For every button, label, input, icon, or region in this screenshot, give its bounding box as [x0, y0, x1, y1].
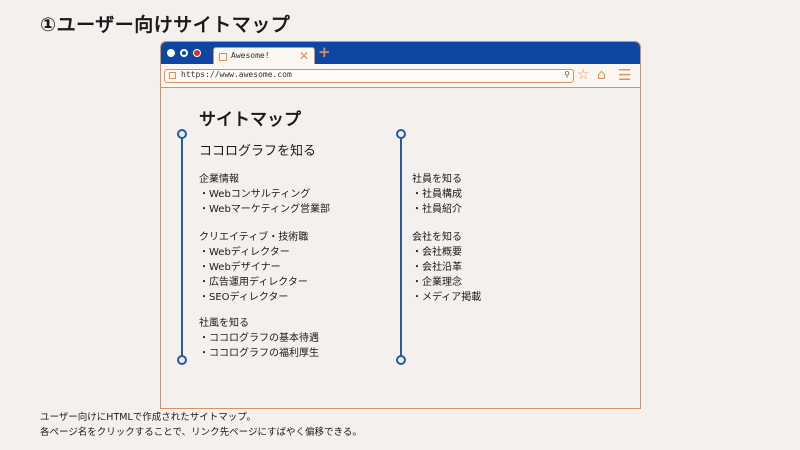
group-title[interactable]: 社員を知る [412, 174, 462, 185]
timeline-node-icon [396, 355, 406, 365]
menu-icon[interactable]: ☰ [618, 66, 632, 84]
caption-line: ユーザー向けにHTMLで作成されたサイトマップ。 [40, 412, 256, 423]
group-company: 会社を知る ・会社概要 ・会社沿革 ・企業理念 ・メディア掲載 [412, 230, 481, 305]
sitemap-link[interactable]: ・ココログラフの福利厚生 [199, 348, 319, 359]
timeline-line [400, 135, 402, 359]
timeline-node-icon [177, 129, 187, 139]
sitemap-link[interactable]: ・社員構成 [412, 189, 462, 200]
tab-label: Awesome! [231, 51, 270, 60]
group-culture: 社風を知る ・ココログラフの基本待遇 ・ココログラフの福利厚生 [199, 316, 319, 361]
url-text[interactable]: https://www.awesome.com [181, 70, 292, 79]
sitemap-link[interactable]: ・Webデザイナー [199, 262, 281, 273]
new-tab-button[interactable]: + [318, 43, 331, 61]
sitemap-link[interactable]: ・企業理念 [412, 277, 462, 288]
address-bar[interactable]: https://www.awesome.com ⚲ [164, 69, 574, 83]
slide-title: ①ユーザー向けサイトマップ [40, 14, 291, 36]
sitemap-link[interactable]: ・ココログラフの基本待遇 [199, 333, 319, 344]
sitemap-link[interactable]: ・Webディレクター [199, 247, 290, 258]
sitemap-link[interactable]: ・メディア掲載 [412, 292, 482, 303]
home-icon[interactable]: ⌂ [597, 67, 606, 83]
sitemap-link[interactable]: ・Webコンサルティング [199, 189, 311, 200]
url-favicon-icon [169, 72, 176, 79]
group-corporate: 企業情報 ・Webコンサルティング ・Webマーケティング営業部 [199, 172, 330, 217]
sitemap-link[interactable]: ・広告運用ディレクター [199, 277, 308, 288]
timeline-left [177, 129, 187, 365]
section-title[interactable]: ココログラフを知る [199, 144, 317, 159]
sitemap-link[interactable]: ・社員紹介 [412, 204, 462, 215]
page-content: サイトマップ ココログラフを知る 企業情報 ・Webコンサルティング ・Webマ… [161, 89, 640, 408]
timeline-right [396, 129, 406, 365]
window-dot-red-icon[interactable] [193, 49, 201, 57]
slide-caption: ユーザー向けにHTMLで作成されたサイトマップ。 各ページ名をクリックすることで… [40, 410, 362, 440]
sitemap-link[interactable]: ・SEOディレクター [199, 292, 289, 303]
group-title[interactable]: 会社を知る [412, 232, 462, 243]
page-heading: サイトマップ [199, 110, 301, 130]
sitemap-link[interactable]: ・会社沿革 [412, 262, 462, 273]
browser-window: Awesome! ✕ + https://www.awesome.com ⚲ ☆… [160, 41, 641, 409]
timeline-line [181, 135, 183, 359]
group-title[interactable]: 企業情報 [199, 174, 239, 185]
browser-tab[interactable]: Awesome! ✕ [213, 47, 315, 66]
timeline-node-icon [177, 355, 187, 365]
favicon-icon [219, 53, 227, 61]
group-title[interactable]: 社風を知る [199, 318, 249, 329]
window-dot-white-icon[interactable] [167, 49, 175, 57]
window-dot-blue-icon[interactable] [180, 49, 188, 57]
close-tab-icon[interactable]: ✕ [298, 49, 309, 63]
group-staff: 社員を知る ・社員構成 ・社員紹介 [412, 172, 462, 217]
search-icon[interactable]: ⚲ [564, 70, 570, 79]
group-creative: クリエイティブ・技術職 ・Webディレクター ・Webデザイナー ・広告運用ディ… [199, 230, 308, 305]
caption-line: 各ページ名をクリックすることで、リンク先ページにすばやく偏移できる。 [40, 427, 362, 438]
browser-navbar: https://www.awesome.com ⚲ ☆ ⌂ ☰ [161, 64, 640, 88]
group-title[interactable]: クリエイティブ・技術職 [199, 232, 309, 243]
star-icon[interactable]: ☆ [577, 67, 590, 83]
sitemap-link[interactable]: ・会社概要 [412, 247, 462, 258]
browser-titlebar: Awesome! ✕ + [161, 42, 640, 66]
timeline-node-icon [396, 129, 406, 139]
sitemap-link[interactable]: ・Webマーケティング営業部 [199, 204, 331, 215]
